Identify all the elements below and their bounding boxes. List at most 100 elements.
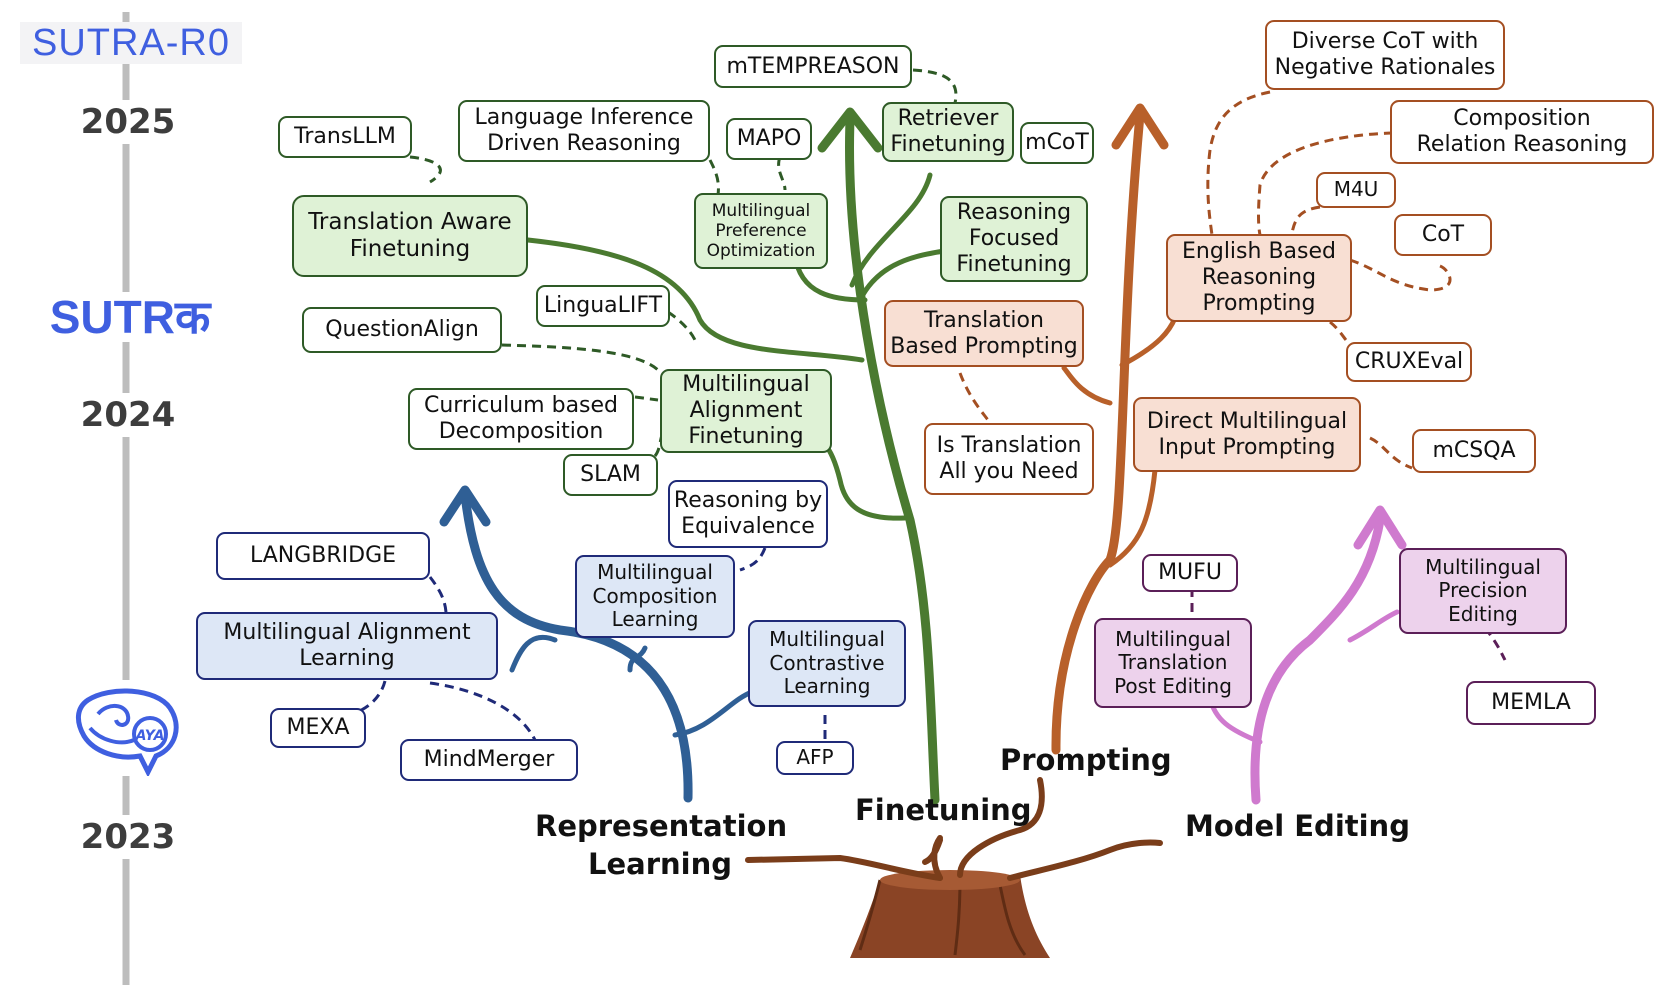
node-cot: CoT xyxy=(1394,214,1492,256)
category-representation-line2: Learning xyxy=(587,846,732,881)
tree-trunk xyxy=(850,870,1050,958)
tree-roots xyxy=(745,777,1163,881)
node-lingualift: LinguaLIFT xyxy=(536,285,670,327)
year-2025: 2025 xyxy=(68,100,188,144)
category-prompting: Prompting xyxy=(1000,743,1172,777)
node-ebrp-line1: English Based xyxy=(1182,239,1336,265)
node-itayn-line2: All you Need xyxy=(939,459,1079,484)
node-mpe-line2: Precision xyxy=(1438,578,1528,603)
finetuning-branch xyxy=(525,107,953,805)
model-editing-branch xyxy=(1207,505,1407,805)
node-afp: AFP xyxy=(776,741,854,775)
node-mcsqa-label: mCSQA xyxy=(1432,438,1516,464)
node-afp-label: AFP xyxy=(796,745,834,770)
node-slam: SLAM xyxy=(563,454,658,496)
node-transllm: TransLLM xyxy=(278,116,412,158)
node-mcl2-line3: Learning xyxy=(783,674,871,699)
node-mcl-line1: Multilingual xyxy=(597,560,713,585)
node-mcot-label: mCoT xyxy=(1025,130,1089,156)
node-langbridge: LANGBRIDGE xyxy=(216,532,430,580)
node-mufu-label: MUFU xyxy=(1158,560,1222,586)
node-dcot-line2: Negative Rationales xyxy=(1274,55,1496,80)
node-mapo-label: MAPO xyxy=(736,126,802,152)
node-mexa: MEXA xyxy=(270,708,366,748)
node-questionalign: QuestionAlign xyxy=(302,307,502,353)
node-retriever-finetuning-line2: Finetuning xyxy=(890,132,1006,157)
aya-logo-icon: AYA xyxy=(60,680,188,778)
node-slam-label: SLAM xyxy=(580,462,641,488)
node-crr-line2: Relation Reasoning xyxy=(1416,132,1628,157)
node-mpo-line3: Optimization xyxy=(706,241,816,262)
node-mpe-line1: Multilingual xyxy=(1425,554,1541,579)
node-mtpe-line1: Multilingual xyxy=(1115,626,1231,651)
node-mpo-line2: Preference xyxy=(715,220,807,241)
node-langbridge-label: LANGBRIDGE xyxy=(249,543,397,569)
node-ebrp-line3: Prompting xyxy=(1202,290,1316,316)
node-mindmerger-label: MindMerger xyxy=(423,747,555,773)
node-dmip-line1: Direct Multilingual xyxy=(1146,408,1348,434)
sutra-r0-logo: SUTRA-R0 xyxy=(20,22,242,64)
node-cbd-line2: Decomposition xyxy=(438,419,604,444)
node-mpo-line1: Multilingual xyxy=(711,200,811,221)
node-mcl2-line1: Multilingual xyxy=(769,627,885,652)
node-mufu: MUFU xyxy=(1142,554,1238,592)
year-2023: 2023 xyxy=(68,815,188,859)
category-finetuning: Finetuning xyxy=(855,793,1032,827)
node-mal-line2: Learning xyxy=(299,646,395,671)
node-mapo: MAPO xyxy=(726,118,812,160)
node-reasoning-focused-line1: Reasoning xyxy=(956,200,1072,226)
category-representation-learning: Representation Learning xyxy=(535,808,788,883)
year-2024: 2024 xyxy=(68,393,188,437)
node-cruxeval-label: CRUXEval xyxy=(1354,349,1464,375)
node-cot-label: CoT xyxy=(1421,222,1465,248)
node-dmip-line2: Input Prompting xyxy=(1158,434,1336,460)
node-mtpe-line2: Translation xyxy=(1118,650,1228,675)
node-mcl-line3: Learning xyxy=(611,607,699,632)
node-taf-line1: Translation Aware xyxy=(308,208,512,235)
node-language-inference-line1: Language Inference xyxy=(474,105,694,131)
node-dcot-line1: Diverse CoT with xyxy=(1291,29,1479,55)
node-m4u-label: M4U xyxy=(1333,177,1379,202)
node-mexa-label: MEXA xyxy=(286,715,350,741)
node-cruxeval: CRUXEval xyxy=(1346,342,1472,382)
node-tbp-line2: Based Prompting xyxy=(890,333,1078,359)
node-itayn-line1: Is Translation xyxy=(936,433,1082,459)
node-transllm-label: TransLLM xyxy=(294,124,396,150)
category-representation-line1: Representation xyxy=(535,809,788,843)
node-reasoning-focused-line3: Finetuning xyxy=(956,251,1072,277)
node-maf-line1: Multilingual xyxy=(682,372,810,398)
node-crr-line1: Composition xyxy=(1453,106,1591,132)
node-maf-line3: Finetuning xyxy=(688,423,804,449)
node-memla-label: MEMLA xyxy=(1491,690,1571,716)
representation-branch xyxy=(439,485,755,803)
node-questionalign-label: QuestionAlign xyxy=(325,317,479,343)
node-mal-line1: Multilingual Alignment xyxy=(223,620,471,646)
node-m4u: M4U xyxy=(1316,172,1396,208)
sutra-logo: SUTRक xyxy=(40,292,220,342)
aya-logo-label: AYA xyxy=(135,728,165,744)
node-mcl-line2: Composition xyxy=(592,583,718,608)
node-mtempreason: mTEMPREASON xyxy=(714,45,912,88)
node-mtpe-line3: Post Editing xyxy=(1114,673,1232,698)
prompting-dashed-links xyxy=(958,90,1452,470)
node-mcl2-line2: Contrastive xyxy=(769,650,885,675)
node-mcot: mCoT xyxy=(1020,122,1094,164)
node-maf-line2: Alignment xyxy=(689,398,803,424)
category-model-editing: Model Editing xyxy=(1185,809,1410,843)
node-mtempreason-label: mTEMPREASON xyxy=(726,53,900,79)
node-cbd-line1: Curriculum based xyxy=(423,393,619,419)
node-ebrp-line2: Reasoning xyxy=(1201,265,1317,291)
